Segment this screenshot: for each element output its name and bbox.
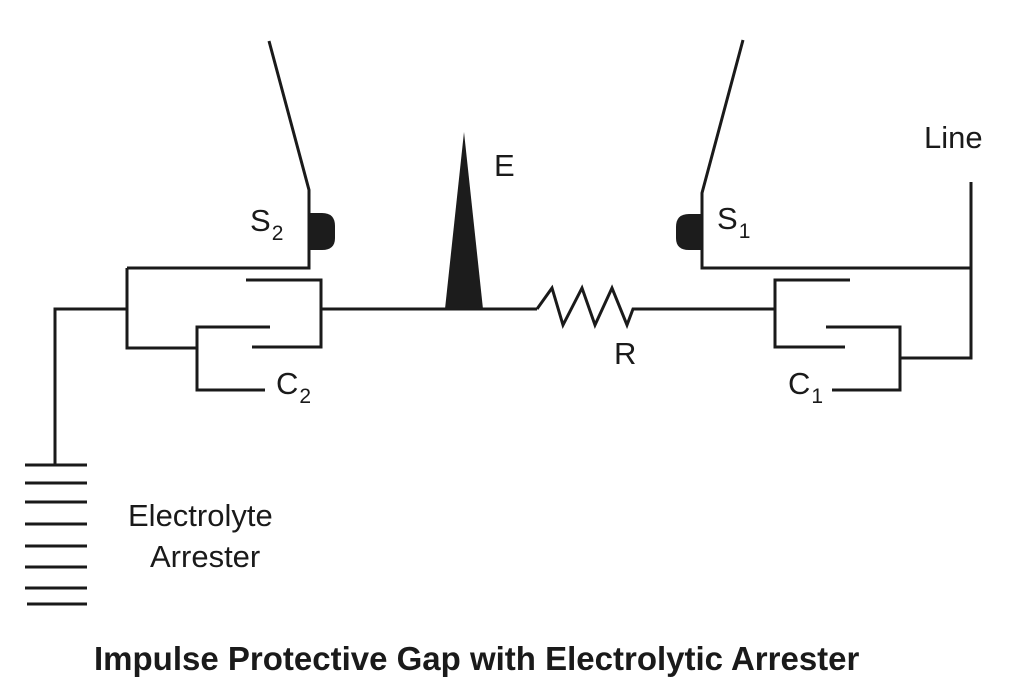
s2-lead-wire [127,40,311,270]
diagram-title: Impulse Protective Gap with Electrolytic… [94,640,860,677]
r-label: R [614,336,636,371]
c1-left-bracket [773,278,850,349]
line-label: Line [924,120,983,155]
e-spike-electrode [445,132,483,309]
resistor-r [535,284,640,330]
s1-label: S1 [717,201,750,243]
c2-label: C2 [276,366,311,408]
s2-label: S2 [250,203,283,245]
arrester-lead-wire [53,307,127,464]
electrolyte-arrester-symbol [25,463,87,606]
c1-label: C1 [788,366,823,408]
e-label: E [494,148,515,183]
s1-lead-wire [700,39,971,270]
c2-right-bracket [246,278,323,349]
c1-right-bracket [826,325,902,392]
s2-electrode [310,213,335,250]
arrester-label-line2: Arrester [150,539,260,574]
c2-left-bracket [125,268,197,350]
line-terminal-wire [900,182,973,360]
arrester-label-line1: Electrolyte [128,498,273,533]
s1-electrode [676,214,701,250]
c2-inner-bracket [195,325,270,392]
